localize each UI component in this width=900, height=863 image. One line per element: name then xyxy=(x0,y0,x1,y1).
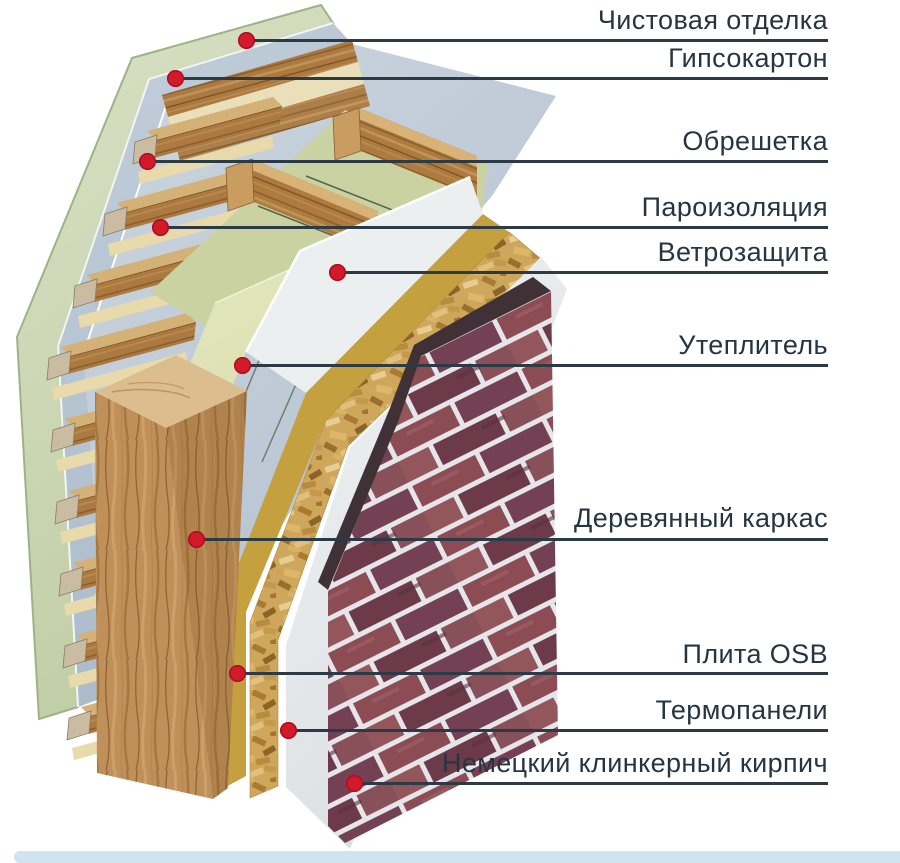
footer-accent-bar xyxy=(14,851,900,863)
osb-edge-band xyxy=(222,214,509,789)
leader-dot xyxy=(346,775,363,792)
leader-line xyxy=(354,782,828,785)
leader-dot xyxy=(234,357,251,374)
layer-wooden-frame xyxy=(95,355,247,799)
layer-clinker-brick xyxy=(318,277,558,843)
frame-beam-upper xyxy=(332,107,477,198)
label-osb-board: Плита OSB xyxy=(682,639,828,669)
label-wind-barrier: Ветрозащита xyxy=(657,237,828,267)
leader-dot xyxy=(152,219,169,236)
leader-line xyxy=(160,226,828,229)
leader-dot xyxy=(167,70,184,87)
leader-dot xyxy=(329,264,346,281)
label-clinker-brick: Немецкий клинкерный кирпич xyxy=(441,748,828,778)
leader-line xyxy=(288,729,828,732)
label-wooden-frame: Деревянный каркас xyxy=(574,503,828,533)
label-finish-coat: Чистовая отделка xyxy=(597,5,828,35)
label-lathing: Обрешетка xyxy=(682,126,828,156)
leader-line xyxy=(242,364,828,367)
label-drywall: Гипсокартон xyxy=(668,43,828,73)
layer-wind-barrier xyxy=(244,175,483,393)
leader-dot xyxy=(139,153,156,170)
leader-line xyxy=(237,672,828,675)
label-insulation: Утеплитель xyxy=(678,330,828,360)
leader-line xyxy=(147,160,828,163)
leader-line xyxy=(175,77,828,80)
leader-line xyxy=(196,538,828,541)
leader-dot xyxy=(229,665,246,682)
leader-dot xyxy=(238,32,255,49)
leader-line xyxy=(246,39,828,42)
leader-dot xyxy=(188,531,205,548)
leader-dot xyxy=(280,722,297,739)
label-thermal-panels: Термопанели xyxy=(655,695,828,725)
leader-line xyxy=(337,271,828,274)
label-vapor-barrier: Пароизоляция xyxy=(641,192,828,222)
layer-drywall xyxy=(56,22,352,708)
